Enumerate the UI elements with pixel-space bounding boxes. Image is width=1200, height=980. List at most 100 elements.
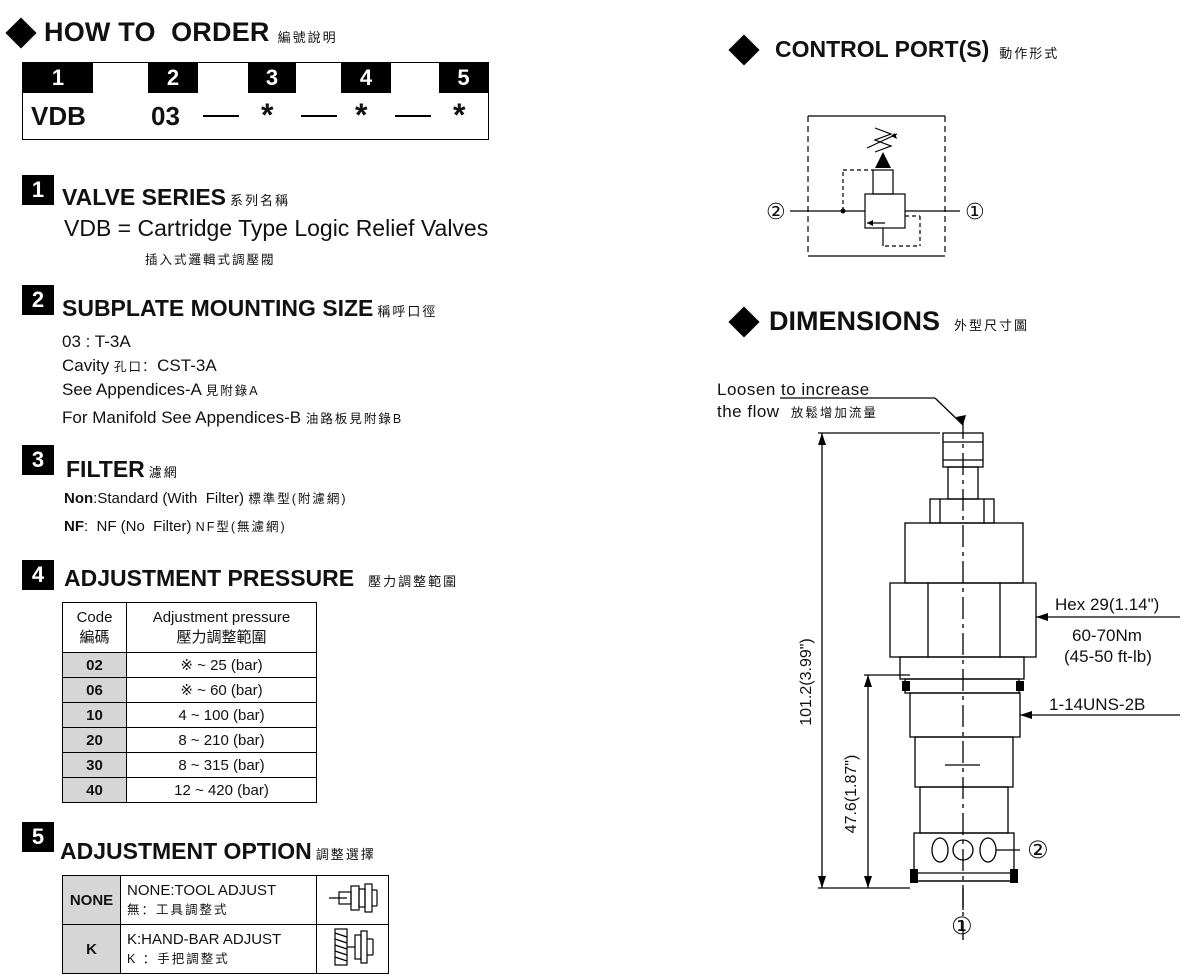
pressure-code: 30 bbox=[62, 752, 127, 778]
cavity-label: Cavity bbox=[62, 356, 110, 375]
adjustment-pressure-title-cjk: 壓力調整範圍 bbox=[368, 574, 459, 589]
order-position-4: 4 bbox=[341, 63, 391, 93]
section-number-5: 5 bbox=[22, 822, 54, 852]
valve-series-cjk: 插入式邏輯式調壓閥 bbox=[145, 253, 276, 267]
section-number-2: 2 bbox=[22, 285, 54, 315]
filter-nf-text: : NF (No Filter) bbox=[84, 518, 192, 535]
appendices-b-text: For Manifold See Appendices-B bbox=[62, 408, 302, 427]
appendices-b-line: For Manifold See Appendices-B 油路板見附錄B bbox=[62, 408, 403, 428]
port-1-label: ① bbox=[965, 199, 985, 224]
range-header: Adjustment pressure 壓力調整範圍 bbox=[126, 602, 317, 653]
filter-nf-label: NF bbox=[64, 518, 84, 535]
pressure-code: 06 bbox=[62, 677, 127, 703]
order-dash bbox=[203, 115, 239, 117]
pressure-range: 8 ~ 315 (bar) bbox=[126, 752, 317, 778]
filter-non-cjk: 標準型(附濾網) bbox=[248, 492, 348, 506]
dimensions-title-cjk: 外型尺寸圖 bbox=[954, 318, 1030, 333]
order-dash bbox=[395, 115, 431, 117]
loosen-label-cjk: 放鬆增加流量 bbox=[790, 406, 878, 420]
how-to-order-heading: HOW TO ORDER 編號說明 bbox=[5, 16, 338, 49]
appendices-a-line: See Appendices-A 見附錄A bbox=[62, 380, 260, 400]
order-position-3: 3 bbox=[248, 63, 296, 93]
port-2-label: ② bbox=[766, 199, 786, 224]
order-value-filter: * bbox=[261, 97, 274, 133]
pressure-table-header: Code 編碼 Adjustment pressure 壓力調整範圍 bbox=[62, 602, 317, 653]
port-2-callout: ② bbox=[1027, 837, 1049, 864]
order-position-2: 2 bbox=[148, 63, 198, 93]
how-to-order-title-cjk: 編號說明 bbox=[277, 30, 338, 45]
section-number-4: 4 bbox=[22, 560, 54, 590]
order-dash bbox=[301, 115, 337, 117]
hex-size-label: Hex 29(1.14") bbox=[1055, 595, 1160, 614]
diamond-bullet-icon bbox=[728, 33, 760, 66]
option-desc-cjk: 無：工具調整式 bbox=[127, 902, 229, 917]
lower-length-label: 47.6(1.87") bbox=[843, 754, 860, 834]
pressure-range: ※ ~ 60 (bar) bbox=[126, 677, 317, 703]
option-code: NONE bbox=[62, 875, 121, 925]
valve-series-description: VDB = Cartridge Type Logic Relief Valves bbox=[64, 215, 489, 241]
option-desc-text: K:HAND-BAR ADJUST bbox=[127, 930, 282, 948]
filter-nf-cjk: NF型(無濾網) bbox=[195, 520, 287, 534]
filter-title-cjk: 濾網 bbox=[148, 465, 179, 480]
valve-series-title-text: VALVE SERIES bbox=[62, 184, 227, 210]
code-header-cjk: 編碼 bbox=[79, 628, 110, 646]
order-value-pressure: * bbox=[355, 97, 368, 133]
overall-length-label: 101.2(3.99") bbox=[798, 638, 815, 726]
table-row: 06※ ~ 60 (bar) bbox=[62, 677, 317, 703]
pressure-range: 12 ~ 420 (bar) bbox=[126, 777, 317, 803]
pressure-code: 40 bbox=[62, 777, 127, 803]
subplate-size-line1: 03 : T-3A bbox=[62, 332, 131, 351]
filter-non-text: :Standard (With Filter) bbox=[93, 490, 245, 507]
dimensions-heading: DIMENSIONS 外型尺寸圖 bbox=[728, 305, 1030, 338]
thread-spec-label: 1-14UNS-2B bbox=[1049, 695, 1146, 714]
order-position-1: 1 bbox=[23, 63, 93, 93]
control-port-schematic bbox=[790, 115, 960, 257]
order-value-option: * bbox=[453, 97, 466, 133]
order-code-table: 1 2 3 4 5 VDB 03 * * * bbox=[22, 62, 489, 140]
control-ports-title: CONTROL PORT(S) bbox=[775, 36, 990, 62]
section-number-3: 3 bbox=[22, 445, 54, 475]
order-value-size: 03 bbox=[151, 101, 180, 131]
pressure-range: ※ ~ 25 (bar) bbox=[126, 652, 317, 678]
filter-title-text: FILTER bbox=[66, 456, 145, 482]
cavity-cjk: 孔口 bbox=[113, 360, 143, 374]
range-header-text: Adjustment pressure bbox=[152, 608, 291, 626]
torque-label-ftlb: (45-50 ft-lb) bbox=[1064, 647, 1152, 666]
appendices-a-text: See Appendices-A bbox=[62, 380, 201, 399]
loosen-label-line1: Loosen to increase bbox=[717, 380, 870, 399]
range-header-cjk: 壓力調整範圍 bbox=[176, 628, 267, 646]
control-ports-title-cjk: 動作形式 bbox=[999, 45, 1060, 61]
control-ports-heading: CONTROL PORT(S) 動作形式 bbox=[728, 33, 1060, 66]
dimensions-title: DIMENSIONS bbox=[769, 306, 941, 336]
pressure-range: 8 ~ 210 (bar) bbox=[126, 727, 317, 753]
code-header: Code 編碼 bbox=[62, 602, 127, 653]
section-number-1: 1 bbox=[22, 175, 54, 205]
code-header-text: Code bbox=[76, 608, 113, 626]
loosen-label-line2: the flow 放鬆增加流量 bbox=[717, 402, 878, 422]
torque-label-nm: 60-70Nm bbox=[1072, 626, 1142, 645]
tool-adjust-icon bbox=[316, 875, 389, 925]
how-to-order-title: HOW TO ORDER bbox=[44, 17, 270, 47]
subplate-size-title-cjk: 稱呼口徑 bbox=[377, 304, 438, 319]
adjustment-pressure-title-text: ADJUSTMENT PRESSURE bbox=[64, 565, 355, 591]
appendices-a-cjk: 見附錄A bbox=[205, 384, 260, 398]
valve-series-title-cjk: 系列名稱 bbox=[230, 193, 291, 208]
option-desc-cjk: K ：手把調整式 bbox=[127, 951, 230, 966]
adjustment-pressure-title: ADJUSTMENT PRESSURE 壓力調整範圍 bbox=[64, 565, 458, 592]
hand-bar-adjust-icon bbox=[316, 924, 389, 974]
diamond-bullet-icon bbox=[728, 305, 760, 338]
appendices-b-cjk: 油路板見附錄B bbox=[305, 412, 404, 426]
pressure-code: 20 bbox=[62, 727, 127, 753]
port-1-callout: ① bbox=[951, 913, 973, 940]
